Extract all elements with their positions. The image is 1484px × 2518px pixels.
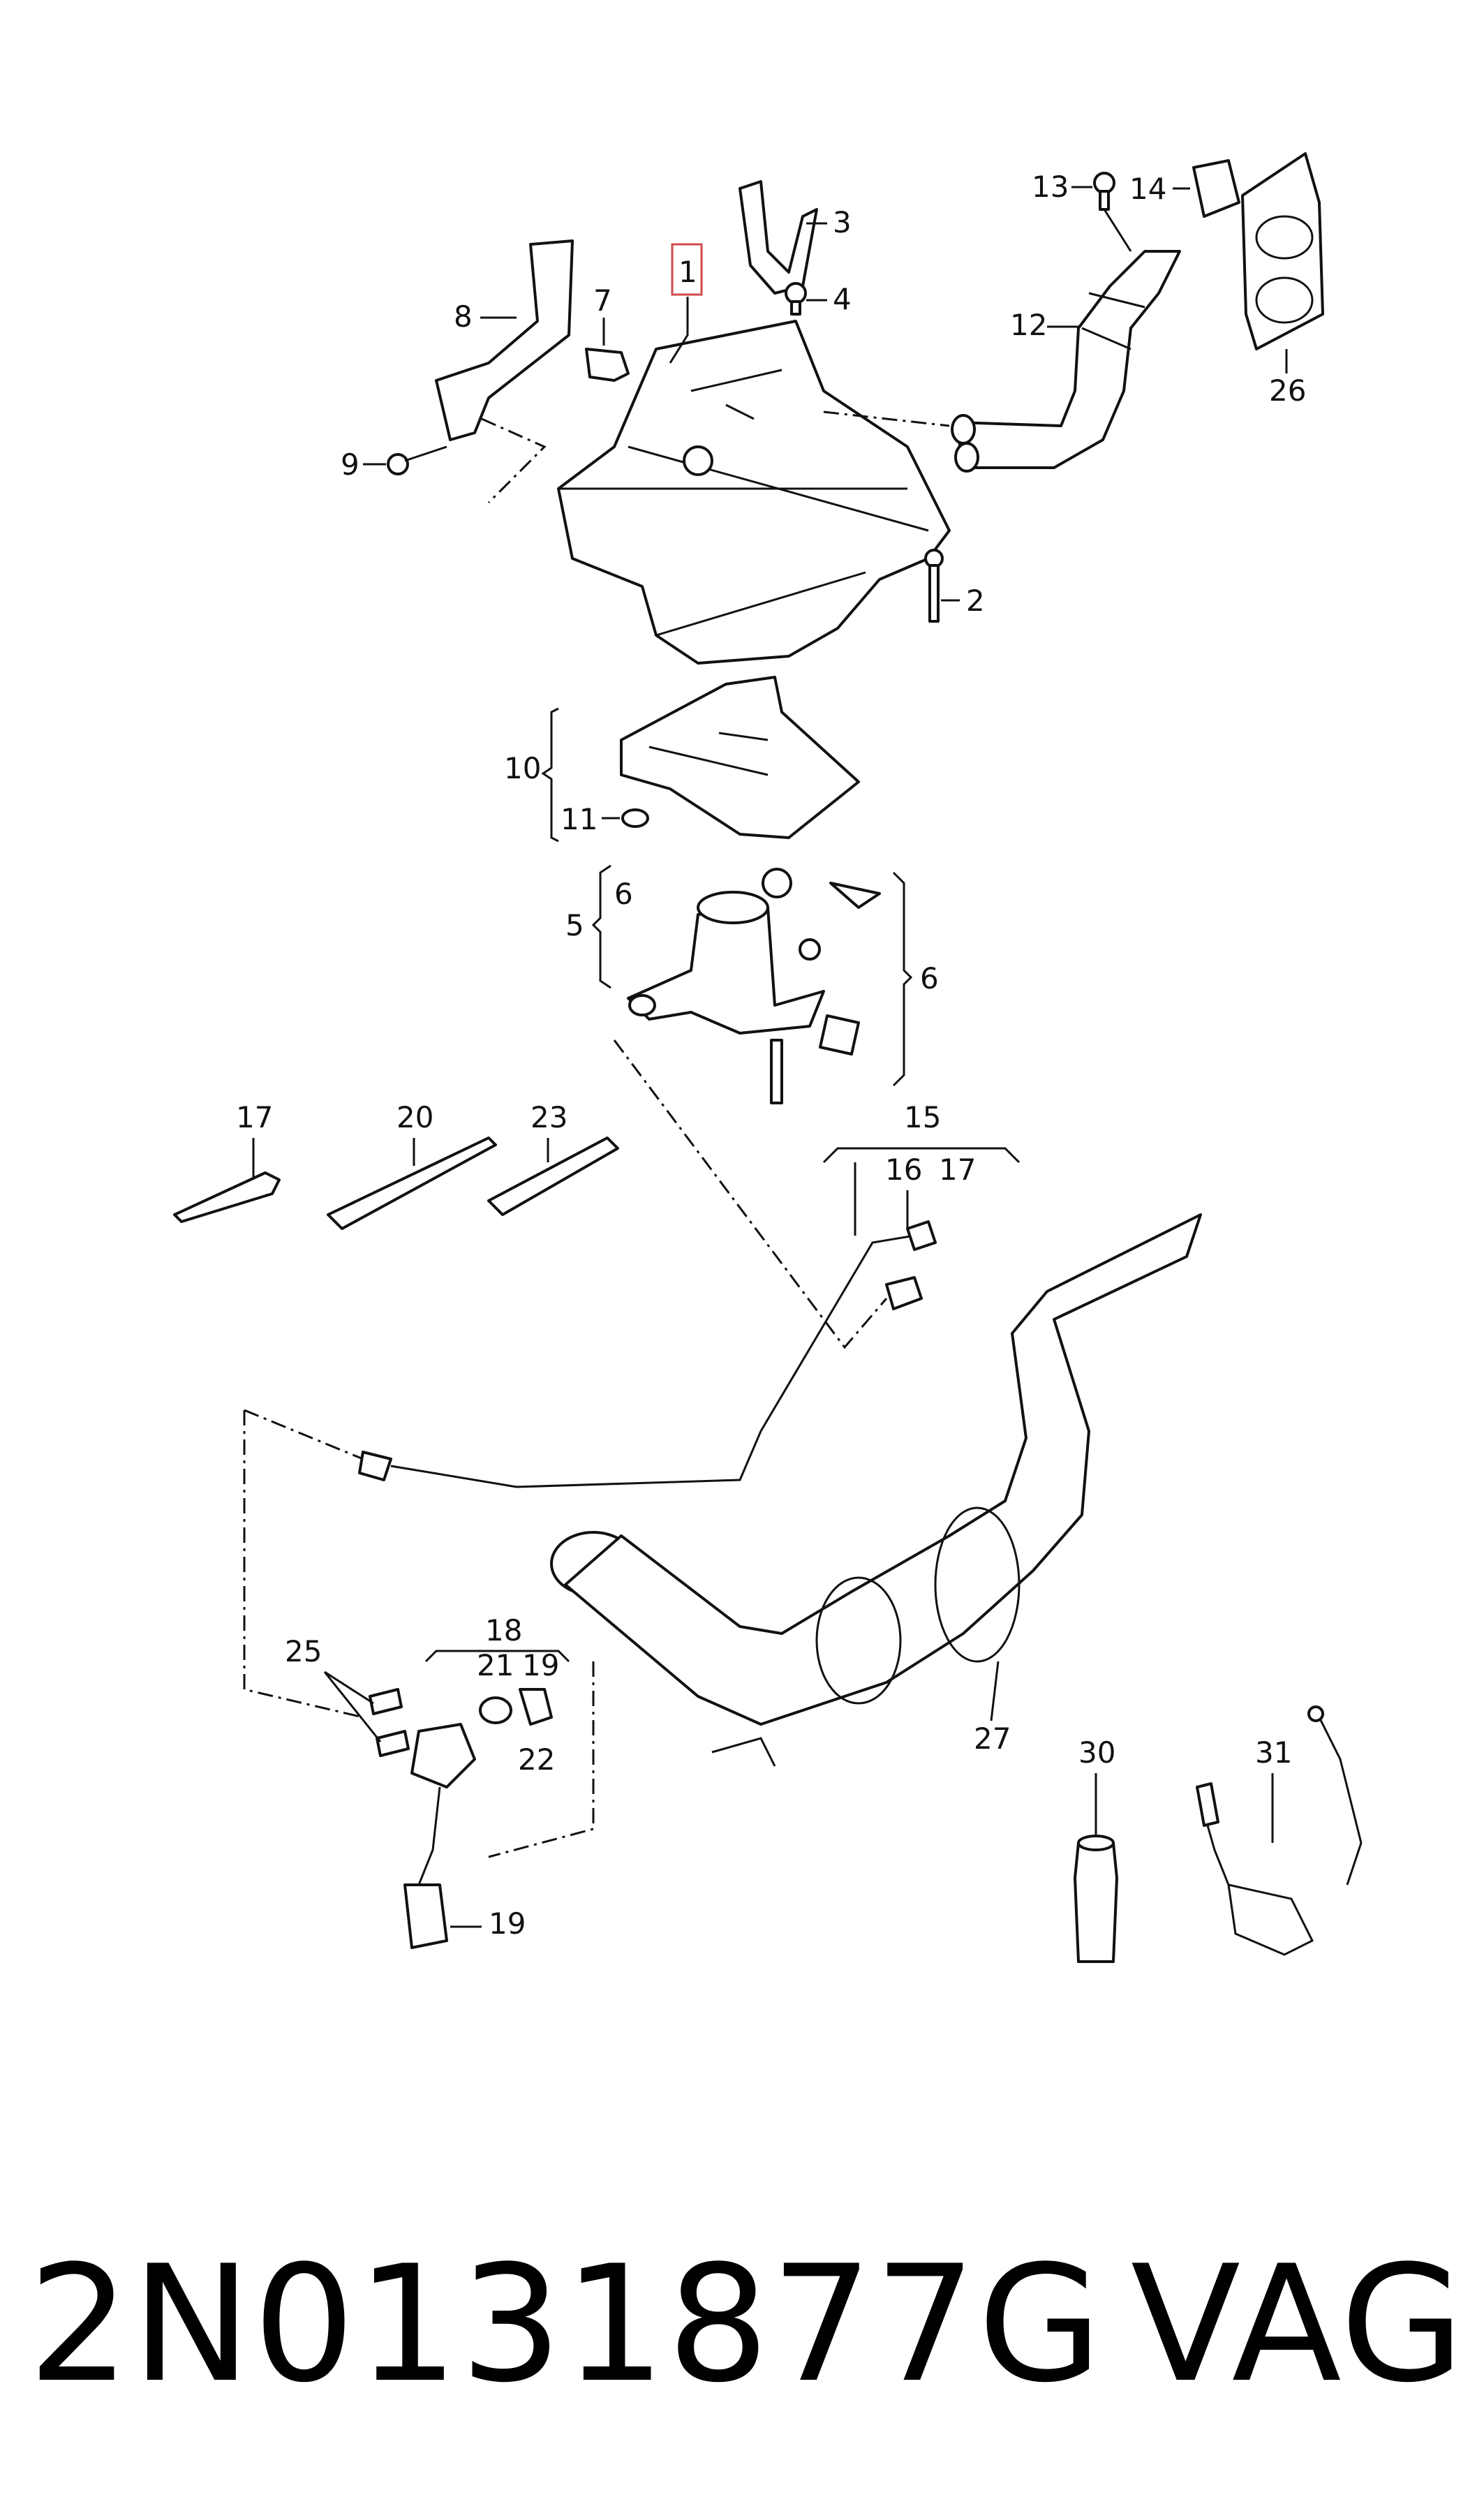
label-8: 8 [454,299,473,334]
label-21: 21 [477,1648,514,1682]
label-6a: 6 [614,877,633,911]
label-27: 27 [974,1721,1011,1756]
label-5: 5 [565,908,584,942]
label-13: 13 [1032,170,1069,204]
label-22: 22 [518,1742,555,1777]
label-3: 3 [833,205,852,239]
seal-part-21[interactable] [479,1696,512,1724]
exhaust-pipe-part-27[interactable] [550,1213,1202,1767]
label-18: 18 [485,1613,522,1647]
label-15: 15 [904,1100,941,1134]
sensor-part-19[interactable] [403,1723,476,1949]
label-6b: 6 [920,961,939,995]
filler-pipe-part-12[interactable] [951,250,1181,473]
footer-caption: 2N0131877G VAG [28,2220,1466,2429]
base-plate-part-10[interactable] [620,676,860,839]
connector-part-25[interactable] [369,1688,410,1757]
label-1: 1 [678,255,697,289]
label-25: 25 [285,1634,322,1668]
cable-tie-part-17[interactable] [173,1171,281,1223]
label-19a: 19 [522,1648,559,1682]
bolt-part-2[interactable] [924,549,944,623]
highlight-box-1 [671,243,703,296]
nut-part-11[interactable] [621,808,649,828]
label-2: 2 [966,584,985,618]
label-10: 10 [504,751,541,785]
label-17b: 17 [939,1153,976,1187]
brand-name: VAG [1130,2231,1466,2418]
cable-tie-part-20[interactable] [327,1136,497,1230]
label-14: 14 [1129,172,1166,206]
label-23: 23 [530,1100,567,1134]
seal-parts-6[interactable] [762,868,881,1104]
label-31: 31 [1255,1735,1292,1770]
screw-part-9[interactable] [387,445,447,475]
label-19b: 19 [489,1906,526,1941]
label-9: 9 [341,447,359,482]
part-number: 2N0131877G [28,2231,1104,2418]
bottle-part-30[interactable] [1074,1835,1118,1963]
bracket-part-3[interactable] [739,180,818,295]
label-16: 16 [885,1153,922,1187]
label-4: 4 [833,282,852,316]
cap-part-14[interactable] [1192,159,1240,218]
label-20: 20 [396,1100,433,1134]
label-17a: 17 [236,1100,273,1134]
bolt-part-13[interactable] [1093,172,1115,211]
clip-part-22[interactable] [519,1688,553,1726]
label-12: 12 [1010,308,1047,342]
sensor-line-part-15[interactable] [358,1220,937,1488]
adblue-tank-part-1[interactable] [557,320,951,665]
bolt-part-4[interactable] [785,282,807,316]
bracket-part-8[interactable] [435,239,574,441]
label-11: 11 [561,802,598,836]
label-7: 7 [593,283,612,318]
housing-part-26[interactable] [1241,152,1324,350]
cable-part-31[interactable] [1196,1705,1363,1956]
label-30: 30 [1078,1735,1115,1770]
pump-part-5[interactable] [627,891,825,1035]
clip-part-7[interactable] [585,348,630,382]
cable-tie-part-23[interactable] [487,1136,619,1216]
label-26: 26 [1269,373,1306,408]
